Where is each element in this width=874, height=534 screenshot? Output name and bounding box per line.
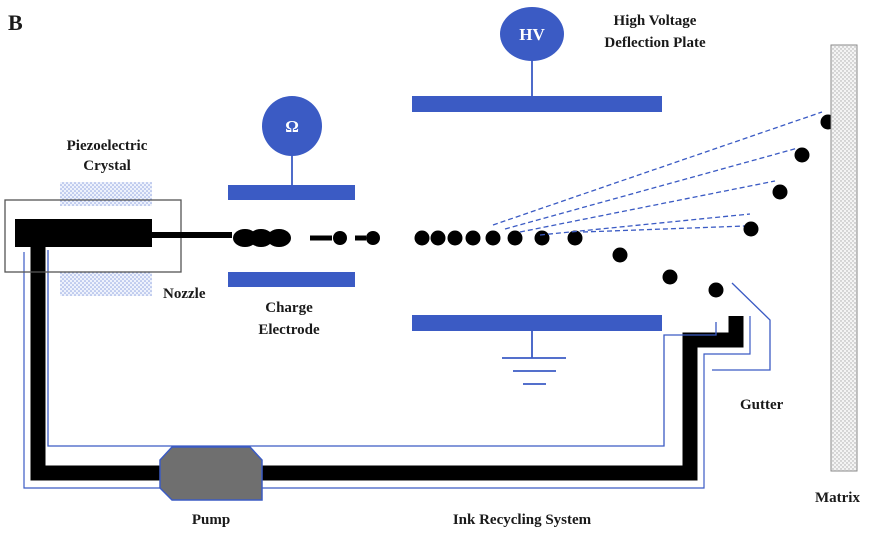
piezo-label-line2: Crystal	[83, 158, 131, 174]
droplet	[662, 269, 678, 285]
droplet	[414, 230, 430, 246]
hv-source	[500, 7, 564, 61]
charge-label-line1: Charge	[265, 300, 313, 316]
pump	[159, 446, 263, 501]
gutter-label: Gutter	[740, 397, 784, 413]
droplet	[794, 147, 810, 163]
hv-label-line1: High Voltage	[614, 13, 697, 29]
droplet	[485, 230, 501, 246]
droplet	[567, 230, 583, 246]
droplet	[333, 231, 347, 245]
droplet	[447, 230, 463, 246]
matrix-label: Matrix	[815, 490, 860, 506]
droplet	[267, 229, 291, 247]
piezo-label-line1: Piezoelectric	[67, 138, 148, 154]
droplet	[249, 229, 273, 247]
droplet	[430, 230, 446, 246]
trajectory-line	[539, 213, 751, 236]
ohm-symbol: Ω	[285, 117, 299, 136]
panel-label: B	[8, 10, 23, 35]
pump-label: Pump	[192, 512, 230, 528]
charge-electrode-bottom	[228, 272, 355, 287]
trajectory-line	[582, 225, 746, 233]
hv-symbol: HV	[519, 25, 545, 44]
droplet	[465, 230, 481, 246]
ink-recycling-tube-outline	[23, 252, 751, 489]
ink-chamber	[15, 219, 152, 247]
droplet	[507, 230, 523, 246]
deflection-plate-top	[412, 96, 662, 112]
droplet	[708, 282, 724, 298]
charge-label-line2: Electrode	[258, 322, 320, 338]
ink-return-line	[47, 250, 717, 447]
droplet	[612, 247, 628, 263]
ink-recycling-label: Ink Recycling System	[453, 512, 592, 528]
nozzle-label: Nozzle	[163, 286, 206, 302]
piezo-crystal-bottom	[60, 272, 152, 296]
trajectory-line	[519, 180, 776, 233]
matrix	[830, 44, 858, 472]
droplet	[534, 230, 550, 246]
droplet	[772, 184, 788, 200]
gutter-wall	[712, 282, 771, 371]
droplet	[743, 221, 759, 237]
trajectory-line	[504, 147, 799, 230]
hv-label-line2: Deflection Plate	[604, 35, 706, 51]
ink-recycling-tube	[30, 233, 744, 481]
trajectory-line	[492, 111, 823, 226]
droplet	[366, 231, 380, 245]
nozzle	[150, 232, 232, 238]
piezo-crystal-top	[60, 182, 152, 206]
ohm-meter	[262, 96, 322, 156]
charge-electrode-top	[228, 185, 355, 200]
deflection-plate-bottom	[412, 315, 662, 331]
